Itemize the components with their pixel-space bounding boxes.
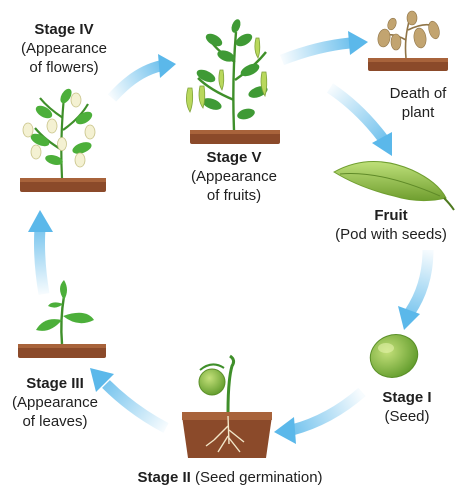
death-caption-2: plant [401, 104, 435, 121]
flower-icon [22, 92, 96, 168]
stage-v-illustration [186, 19, 280, 144]
death-caption-1: Death of [389, 85, 447, 102]
stage-ii-caption-1: (Seed germination) [190, 469, 323, 486]
cycle-arrow-icon [398, 249, 434, 330]
stage-iv-caption-1: (Appearance [21, 40, 107, 57]
fruit-caption-1: (Pod with seeds) [335, 226, 447, 243]
stage-i-title: Stage I [382, 389, 432, 406]
death-label: Death of plant [370, 84, 466, 122]
stage-ii-illustration [182, 354, 272, 458]
cycle-arrow-icon [326, 83, 392, 156]
seed-icon [198, 368, 226, 396]
death-illustration [368, 10, 448, 71]
fruit-title: Fruit [374, 207, 408, 224]
root-icon [205, 415, 245, 453]
stage-iv-caption-2: of flowers) [29, 59, 99, 76]
cycle-arrow-icon [107, 54, 176, 102]
cycle-arrow-icon [90, 368, 169, 433]
pod-icon [333, 161, 447, 202]
stage-ii-label: Stage II (Seed germination) [110, 468, 350, 487]
fruit-illustration [333, 161, 455, 211]
stage-iii-label: Stage III (Appearance of leaves) [0, 374, 110, 431]
stage-iii-illustration [18, 280, 106, 358]
fruit-label: Fruit (Pod with seeds) [318, 206, 464, 244]
stage-iii-caption-2: of leaves) [22, 413, 88, 430]
stage-v-label: Stage V (Appearance of fruits) [178, 148, 290, 205]
stage-iv-illustration [20, 88, 106, 192]
stage-iv-title: Stage IV [34, 21, 94, 38]
stage-v-caption-2: of fruits) [206, 187, 262, 204]
stage-iii-caption-1: (Appearance [12, 394, 98, 411]
stage-v-title: Stage V [206, 149, 262, 166]
stage-iii-title: Stage III [26, 375, 84, 392]
stage-iv-label: Stage IV (Appearance of flowers) [8, 20, 120, 77]
stage-i-illustration [369, 334, 419, 378]
cycle-arrow-icon [274, 387, 366, 444]
stage-ii-title: Stage II [137, 469, 191, 486]
cycle-arrow-icon [28, 210, 53, 295]
cycle-arrows [28, 31, 434, 444]
seed-icon [369, 334, 419, 378]
cycle-arrow-icon [280, 31, 368, 66]
stage-v-caption-1: (Appearance [191, 168, 277, 185]
stage-i-caption-1: (Seed) [384, 408, 430, 425]
stage-i-label: Stage I (Seed) [362, 388, 452, 426]
pod-icon [186, 37, 268, 113]
